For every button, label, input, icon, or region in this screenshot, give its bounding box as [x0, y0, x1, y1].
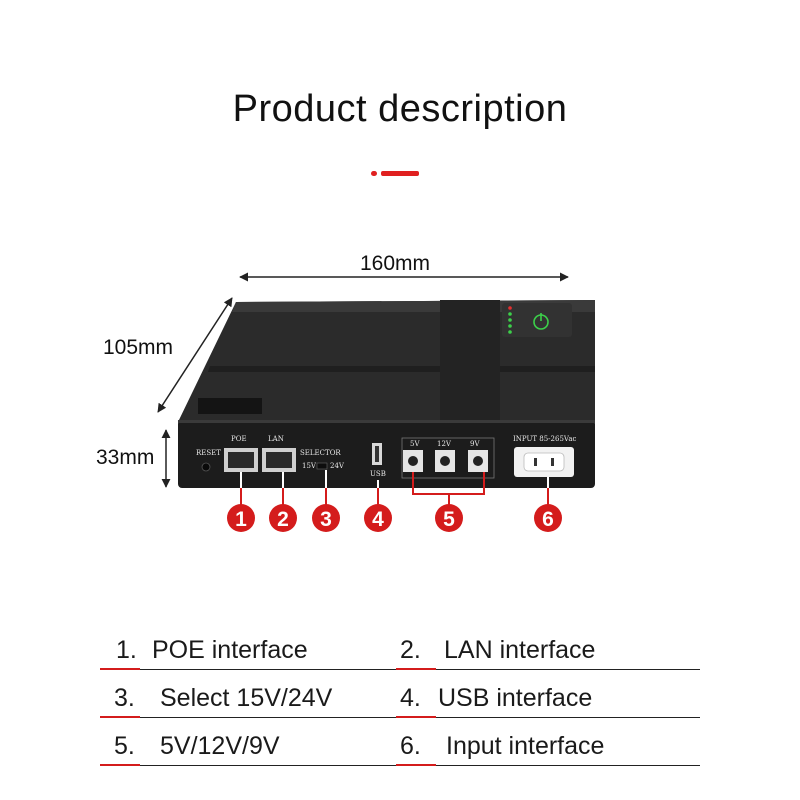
feature-item-2: 2. LAN interface [400, 630, 700, 676]
feature-row-2: 3. Select 15V/24V 4. USB interface [100, 678, 700, 724]
feature-label: Input interface [446, 732, 605, 760]
width-dimension-label: 160mm [360, 252, 431, 275]
device-body: RESET POE LAN SELECTOR 15V 24V USB 5V 12… [178, 300, 595, 488]
title-accent-line [371, 171, 419, 176]
ac-input-pin-right [551, 458, 554, 466]
dc-12v-label: 12V [437, 440, 452, 448]
callout-3: 3 [312, 504, 340, 532]
device-top-seam [208, 366, 440, 372]
status-panel [502, 303, 572, 337]
callout-4-number: 4 [372, 508, 384, 531]
lan-label: LAN [268, 435, 284, 443]
row-3-accent-right [396, 764, 436, 766]
feature-label: USB interface [438, 684, 593, 712]
status-led-red [508, 306, 512, 310]
usb-label: USB [370, 470, 386, 478]
height-dimension-label: 33mm [96, 446, 155, 469]
poe-port-socket [228, 452, 254, 468]
reset-hole [201, 462, 211, 472]
device-front-edge [178, 420, 595, 423]
device-top-panel-stripe [440, 300, 500, 422]
row-2-accent-right [396, 716, 436, 718]
callout-4: 4 [364, 504, 392, 532]
selector-24v-label: 24V [330, 462, 345, 470]
callout-6: 6 [534, 504, 562, 532]
feature-row-3: 5. 5V/12V/9V 6. Input interface [100, 726, 700, 772]
depth-arrow [157, 297, 233, 413]
row-2-accent-left [100, 716, 140, 718]
feature-label: 5V/12V/9V [160, 732, 280, 760]
feature-row-1: 1. POE interface 2. LAN interface [100, 630, 700, 676]
page-title: Product description [232, 88, 568, 130]
status-led-green-3 [508, 324, 512, 328]
usb-port-socket [375, 446, 379, 462]
dc-output-panel [401, 437, 495, 479]
callout-2-number: 2 [277, 508, 289, 531]
callout-5-number: 5 [443, 508, 455, 531]
feature-item-5: 5. 5V/12V/9V [100, 726, 400, 772]
status-led-green-4 [508, 330, 512, 334]
feature-label: Select 15V/24V [160, 684, 333, 712]
feature-number: 5. [114, 732, 135, 760]
feature-number: 1. [116, 636, 137, 664]
callout-6-number: 6 [542, 508, 554, 531]
callout-1: 1 [227, 504, 255, 532]
feature-item-3: 3. Select 15V/24V [100, 678, 400, 724]
row-1-accent-right [396, 668, 436, 670]
feature-item-6: 6. Input interface [400, 726, 700, 772]
dc-9v-label: 9V [470, 440, 480, 448]
feature-number: 2. [400, 636, 421, 664]
feature-number: 4. [400, 684, 421, 712]
row-1-accent-left [100, 668, 140, 670]
input-label: INPUT 85-265Vac [513, 435, 576, 443]
feature-label: LAN interface [444, 636, 596, 664]
lan-port-socket [266, 452, 292, 468]
callout-3-number: 3 [320, 508, 332, 531]
depth-dimension-label: 105mm [103, 336, 174, 359]
callout-1-number: 1 [235, 508, 247, 531]
accent-dot [371, 171, 377, 176]
dc-12v-socket [440, 456, 450, 466]
reset-label: RESET [196, 449, 221, 457]
callout-5: 5 [435, 504, 463, 532]
status-led-green-1 [508, 312, 512, 316]
selector-label: SELECTOR [300, 449, 341, 457]
poe-label: POE [231, 435, 247, 443]
dc-5v-label: 5V [410, 440, 420, 448]
feature-item-1: 1. POE interface [100, 630, 400, 676]
ac-input-socket [523, 452, 565, 472]
callout-2: 2 [269, 504, 297, 532]
feature-label: POE interface [152, 636, 308, 664]
device-top-seam-right [500, 366, 595, 372]
feature-item-4: 4. USB interface [400, 678, 700, 724]
dc-9v-socket [473, 456, 483, 466]
status-led-green-2 [508, 318, 512, 322]
selector-15v-label: 15V [302, 462, 317, 470]
device-top-recess [198, 398, 262, 414]
feature-number: 3. [114, 684, 135, 712]
dc-5v-socket [408, 456, 418, 466]
accent-bar [381, 171, 419, 176]
feature-number: 6. [400, 732, 421, 760]
row-3-accent-left [100, 764, 140, 766]
voltage-selector-switch [316, 462, 328, 470]
ac-input-pin-left [534, 458, 537, 466]
